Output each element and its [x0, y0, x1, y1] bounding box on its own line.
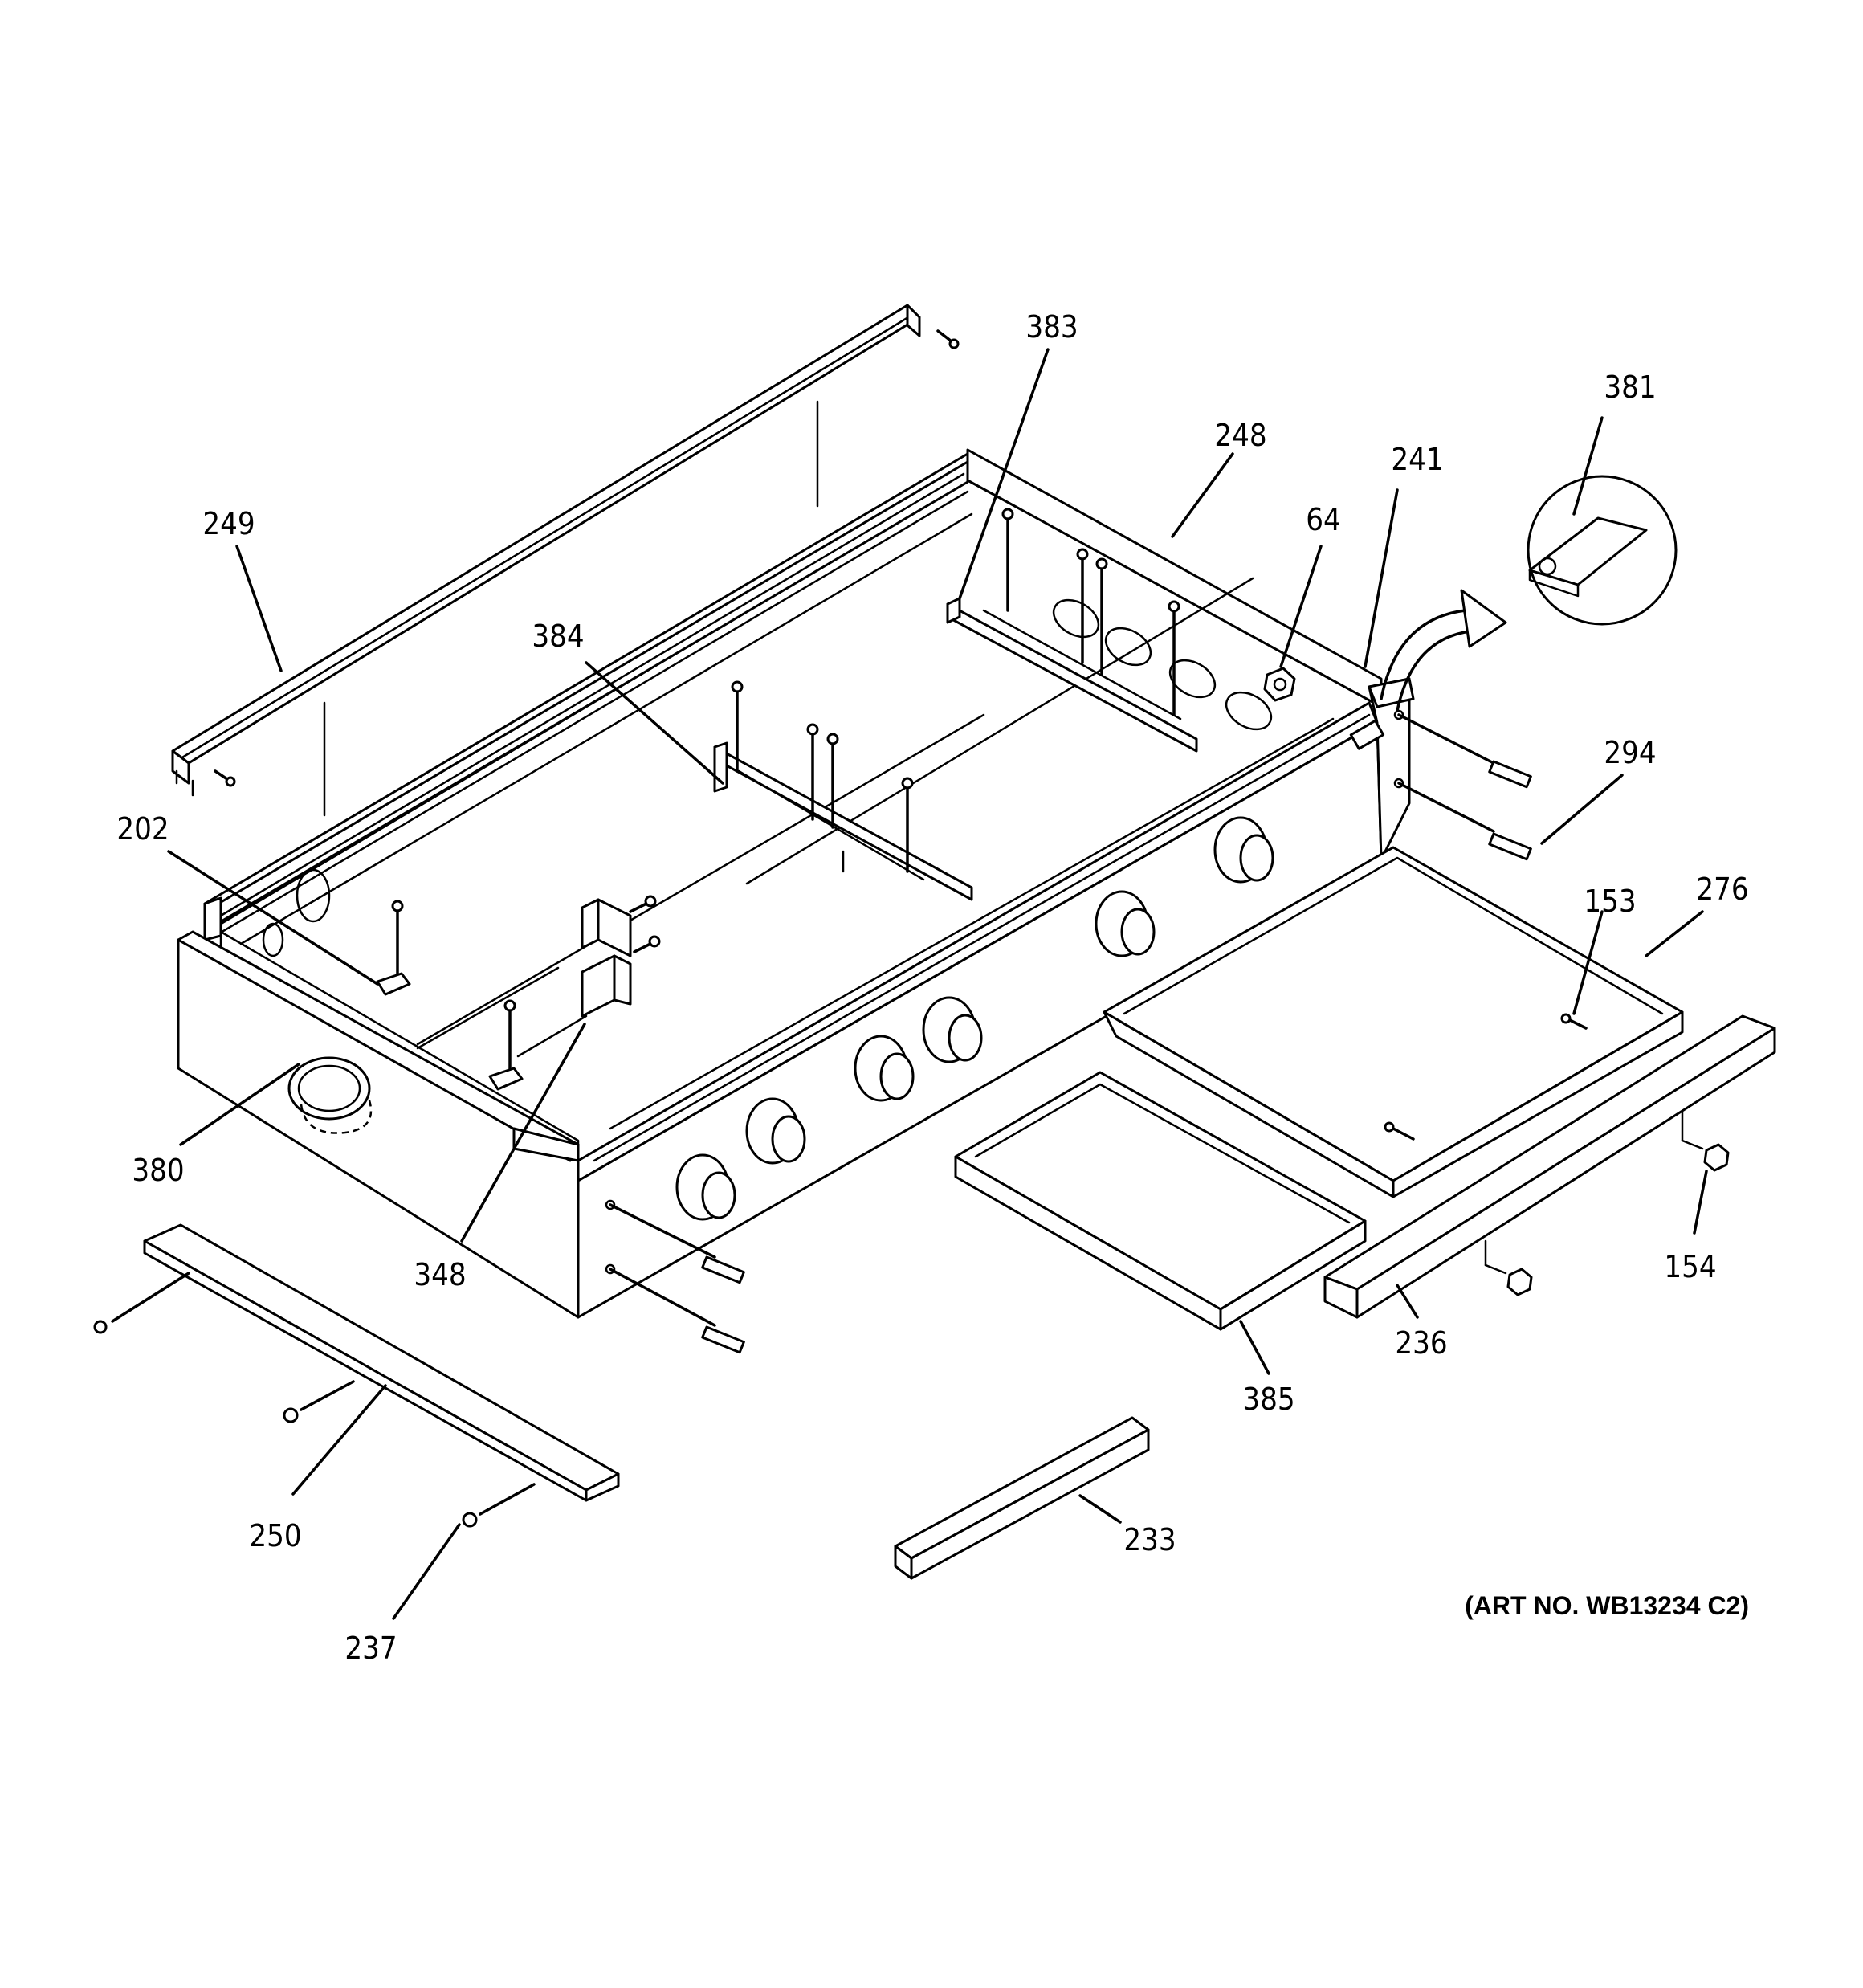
screw-icon	[633, 935, 661, 953]
art-number: (ART NO. WB13234 C2)	[1465, 1591, 1749, 1620]
screw-icon	[901, 777, 914, 873]
screw-icon	[936, 329, 960, 349]
callout-276: 276	[1696, 872, 1748, 907]
callout-237: 237	[344, 1631, 397, 1666]
part-233-trim-bar	[894, 1416, 1150, 1580]
part-154-nut-icon	[1681, 1111, 1730, 1172]
callout-294: 294	[1604, 735, 1656, 770]
part-348-bracket	[581, 898, 632, 1018]
callout-202: 202	[116, 811, 169, 847]
nut-icon	[1484, 1239, 1533, 1296]
screw-icon	[462, 1483, 536, 1528]
screw-icon	[1095, 557, 1108, 676]
part-384-bracket	[713, 741, 973, 901]
part-202-clip	[376, 900, 411, 996]
bolt-icon	[1397, 782, 1532, 861]
part-236-side-trim	[1323, 1014, 1776, 1319]
screw-icon	[1168, 600, 1180, 716]
callout-154: 154	[1664, 1249, 1716, 1284]
callout-384: 384	[532, 618, 584, 654]
part-385-drip-tray	[954, 1071, 1367, 1331]
part-380-grommet	[287, 1056, 373, 1134]
burner-knob-icon	[922, 996, 983, 1063]
burner-knob-icon	[675, 1153, 736, 1221]
callout-348: 348	[414, 1257, 466, 1292]
burner-knob-icon	[1213, 816, 1274, 884]
screw-icon	[283, 1380, 355, 1423]
arrow-icon	[1380, 589, 1507, 712]
screw-icon	[488, 999, 524, 1091]
callout-380: 380	[132, 1153, 184, 1188]
screw-icon	[731, 680, 744, 773]
screw-icon	[806, 723, 819, 821]
screw-icon	[1560, 1013, 1588, 1030]
part-249-rear-trim-rail	[171, 304, 921, 797]
callout-385: 385	[1242, 1382, 1294, 1417]
screw-icon	[1076, 548, 1089, 664]
screw-icon	[629, 895, 657, 913]
bolt-icon	[609, 1268, 745, 1354]
callout-248: 248	[1214, 418, 1266, 453]
bolt-icon	[609, 1203, 745, 1284]
screw-icon	[1384, 1121, 1415, 1141]
screw-icon	[826, 733, 839, 829]
screw-icon	[93, 1272, 190, 1334]
callout-241: 241	[1391, 442, 1443, 477]
chassis-body	[177, 448, 1415, 1319]
burner-knob-icon	[1095, 890, 1156, 957]
screw-icon	[214, 769, 236, 787]
callout-383: 383	[1025, 309, 1078, 345]
callout-64: 64	[1306, 502, 1341, 537]
burner-knob-icon	[745, 1097, 806, 1165]
callout-153: 153	[1584, 884, 1636, 919]
part-383-bracket	[946, 597, 1198, 753]
part-276-drip-pan	[1103, 846, 1684, 1198]
callout-233: 233	[1123, 1522, 1176, 1557]
part-64-nut-icon	[1263, 667, 1296, 702]
screw-icon	[1001, 508, 1014, 612]
part-250-front-trim	[143, 1223, 620, 1502]
burner-knob-icon	[854, 1035, 915, 1102]
part-381-badge-detail	[1527, 475, 1678, 626]
bolt-icon	[1397, 713, 1532, 789]
callout-249: 249	[202, 506, 255, 541]
callout-236: 236	[1395, 1325, 1447, 1361]
callout-381: 381	[1604, 369, 1656, 405]
callout-250: 250	[249, 1518, 301, 1553]
